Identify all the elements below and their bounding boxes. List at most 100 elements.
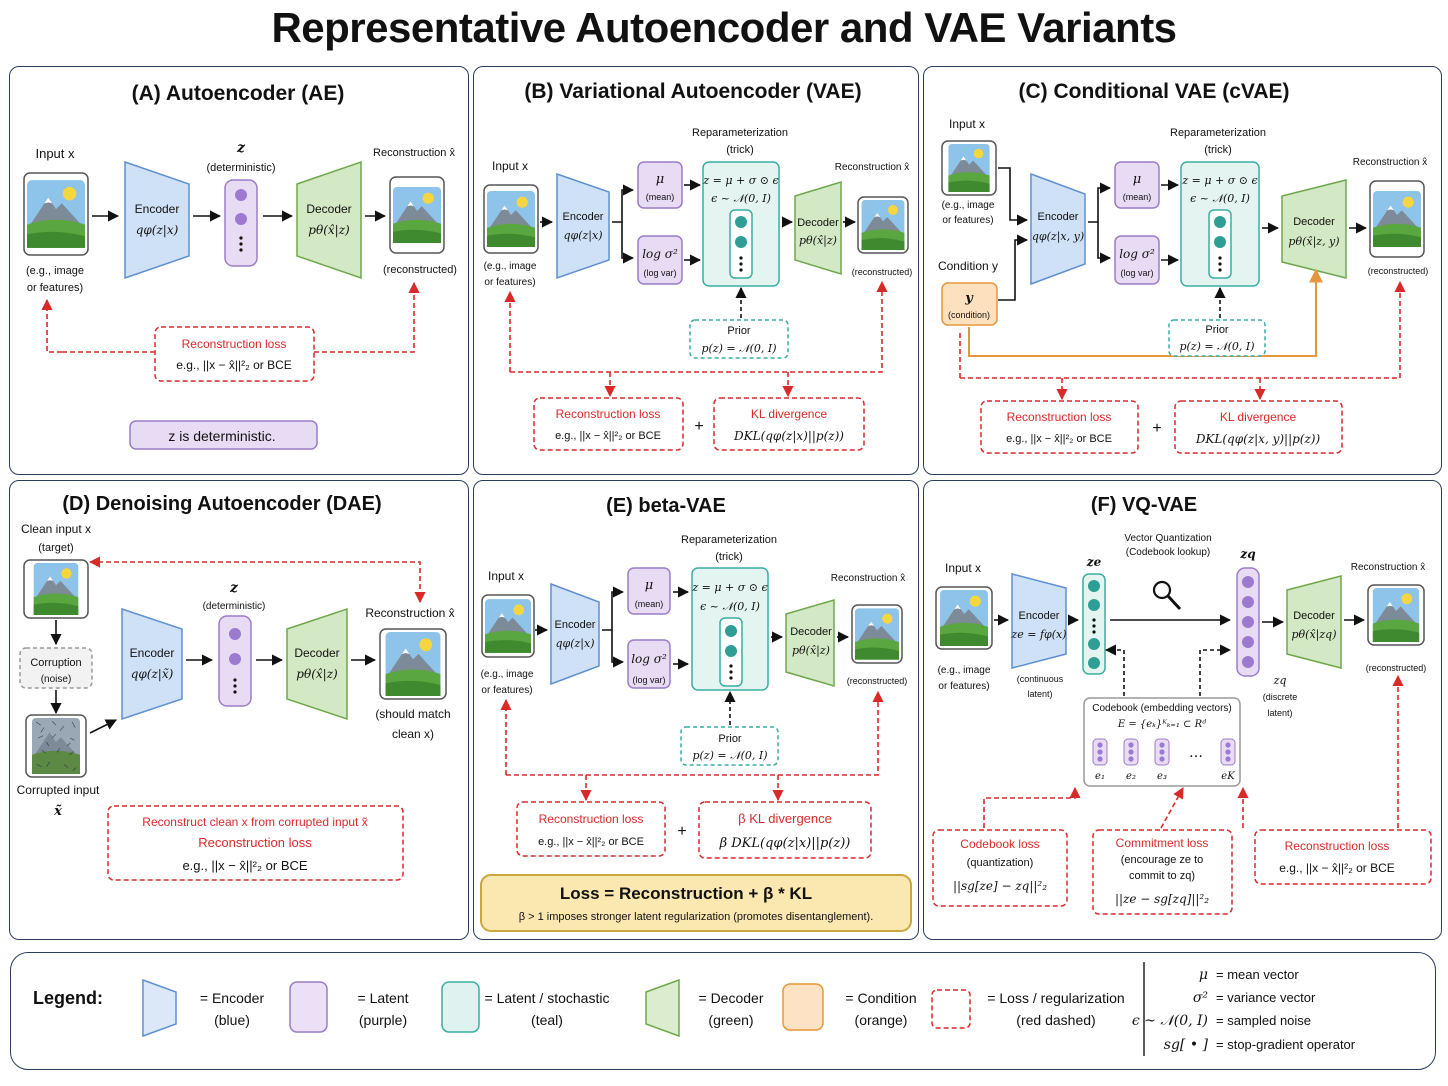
panel-f-codebook-dot: [1159, 742, 1165, 748]
panel-a: [9, 66, 469, 475]
panel-b-kl-title: KL divergence: [751, 407, 828, 421]
panel-f-input-caption: or features): [938, 681, 989, 692]
panel-e-encoder-label: Encoder: [555, 619, 596, 631]
panel-f-zq-caption: (discrete: [1263, 692, 1298, 702]
legend-loss-swatch: [931, 989, 971, 1029]
panel-f-input-image: [940, 590, 988, 646]
panel-e-prior-title: Prior: [718, 733, 742, 745]
panel-f-codebook-dot: [1097, 749, 1103, 755]
panel-c-cond-caption: (condition): [948, 310, 990, 320]
panel-d-corruption-box: [19, 647, 93, 689]
panel-f-commit-formula: ||ze − sg[zq]||²₂: [1115, 892, 1209, 906]
panel-f-codebook-entry: e₁: [1095, 771, 1105, 782]
panel-f-vq-title: Vector Quantization: [1124, 533, 1211, 544]
panel-f-zq-caption: zq: [1273, 674, 1287, 687]
panel-e-mu: μ: [645, 578, 653, 593]
panel-d-z-label: z: [229, 580, 239, 596]
panel-b-reparam-title: (trick): [726, 144, 754, 156]
panel-b-z-ellipsis: [739, 262, 743, 266]
panel-e-logvar-box: [627, 639, 671, 689]
panel-e-loss-formula: e.g., ||x − x̂||²₂ or BCE: [538, 836, 644, 848]
panel-b-recon-caption: (reconstructed): [852, 267, 913, 277]
panel-b-reparam-title: Reparameterization: [692, 127, 788, 139]
panel-f-ze-ellipsis: [1092, 624, 1096, 628]
panel-a-note: z is deterministic.: [168, 428, 275, 444]
panel-e-z-ellipsis: [729, 670, 733, 674]
panel-d-arrow: [89, 719, 118, 734]
panel-b-input-image: [487, 191, 535, 247]
panel-a-loss-box: [154, 326, 315, 382]
panel-f-commit-sub: (encourage ze to: [1121, 854, 1204, 866]
panel-f-codebook-loss-title: Codebook loss: [960, 837, 1039, 851]
panel-c-z-ellipsis: [1218, 262, 1222, 266]
panel-c-prior-eq: p(z) = 𝒩(0, I): [1179, 340, 1254, 353]
panel-c-reparam-eq1: z = μ + σ ⊙ ϵ: [1181, 174, 1257, 187]
panel-f-vq-title: (Codebook lookup): [1126, 547, 1211, 558]
panel-c-arrow: [1097, 222, 1112, 264]
panel-c-reparam-title: (trick): [1204, 144, 1232, 156]
panel-b-loss-box: [533, 397, 684, 451]
panel-f-codebook-dot: [1128, 742, 1134, 748]
panel-a-loss-arrow: [314, 281, 420, 353]
panel-f-zq-dot: [1242, 636, 1254, 648]
panel-c-prior-box: [1168, 319, 1266, 357]
panel-e-reparam-eq1: z = μ + σ ⊙ ϵ: [691, 581, 767, 594]
panel-f-codebook-dot: [1128, 749, 1134, 755]
magnifier-icon: [1152, 580, 1172, 600]
legend-teal-sub: (teal): [531, 1012, 563, 1028]
panel-c-decoder: [1281, 179, 1347, 279]
panel-b-mu: μ: [656, 172, 664, 187]
panel-a-input-caption: (e.g., image: [26, 265, 84, 277]
panel-b-encoder-fn: qφ(z|x): [563, 229, 602, 243]
panel-b-input-caption: (e.g., image: [484, 261, 537, 272]
panel-f-encoder: [1011, 573, 1067, 669]
panel-a-latent-ellipsis: [239, 236, 243, 240]
panel-c-title: (C) Conditional VAE (cVAE): [1018, 80, 1289, 103]
panel-c-input-caption: (e.g., image: [942, 200, 995, 211]
panel-c-cond-box: [941, 282, 998, 326]
panel-c-input-label: Input x: [949, 117, 985, 131]
panel-d-decoder: [286, 607, 348, 721]
panel-b-arrow: [621, 222, 635, 264]
panel-f-ze-dot: [1088, 580, 1100, 592]
panel-f-codebook-eq: E = {eₖ}ᴷₖ₌₁ ⊂ Rᵈ: [1117, 719, 1206, 730]
panel-b-plus: +: [694, 418, 703, 435]
panel-e-recon-image: [855, 608, 899, 660]
panel-c-prior-title: Prior: [1205, 324, 1229, 336]
panel-f-ze-dot: [1088, 599, 1100, 611]
panel-d-z-caption: (deterministic): [203, 601, 266, 612]
panel-c-z-ellipsis: [1218, 256, 1222, 260]
legend-panel: [10, 952, 1436, 1070]
panel-e-loss-box: [516, 801, 666, 857]
panel-f-codebook-loss-box: [932, 829, 1068, 907]
legend-symbol-desc: = sampled noise: [1216, 1013, 1311, 1028]
panel-c-kl-box: [1174, 400, 1343, 454]
panel-c-logvar: log σ²: [1119, 247, 1155, 261]
panel-f-commit-arrow: [1160, 787, 1184, 829]
panel-e-decoder-fn: pθ(x̂|z): [792, 644, 830, 658]
panel-c-kl-formula: DKL(qφ(z|x, y)||p(z)): [1195, 432, 1321, 446]
panel-b-kl-formula: DKL(qφ(z|x)||p(z)): [733, 429, 844, 443]
panel-e-kl-formula: β DKL(qφ(z|x)||p(z)): [719, 836, 851, 851]
panel-b-decoder-label: Decoder: [797, 217, 839, 229]
panel-e-arrow: [602, 586, 625, 631]
legend-symbol: sg[ • ]: [1164, 1037, 1209, 1053]
panel-e-logvar-caption: (log var): [632, 675, 665, 685]
panel-f-recon-image: [1372, 588, 1420, 642]
panel-d-decoder-fn: pθ(x̂|z): [296, 667, 338, 681]
panel-e-total-note: β > 1 imposes stronger latent regulariza…: [519, 911, 874, 923]
panel-c-reparam-eq2: ϵ ~ 𝒩(0, I): [1190, 192, 1250, 205]
panel-a-loss-arrow: [41, 298, 62, 353]
panel-d-loss-line1: Reconstruct clean x from corrupted input…: [142, 815, 367, 829]
panel-c-cond-symbol: y: [964, 291, 974, 306]
panel-f-decoder: [1286, 575, 1342, 669]
panel-c-plus: +: [1152, 420, 1161, 437]
panel-f-codebook-dot: [1097, 756, 1103, 762]
panel-d-encoder: [121, 607, 183, 721]
panel-f-ze-vector: [1082, 573, 1106, 675]
panel-f-ze-ellipsis: [1092, 618, 1096, 622]
panel-e-plus: +: [677, 823, 686, 840]
panel-f-zq-caption: latent): [1267, 708, 1292, 718]
legend-latent-sub: (purple): [359, 1012, 407, 1028]
